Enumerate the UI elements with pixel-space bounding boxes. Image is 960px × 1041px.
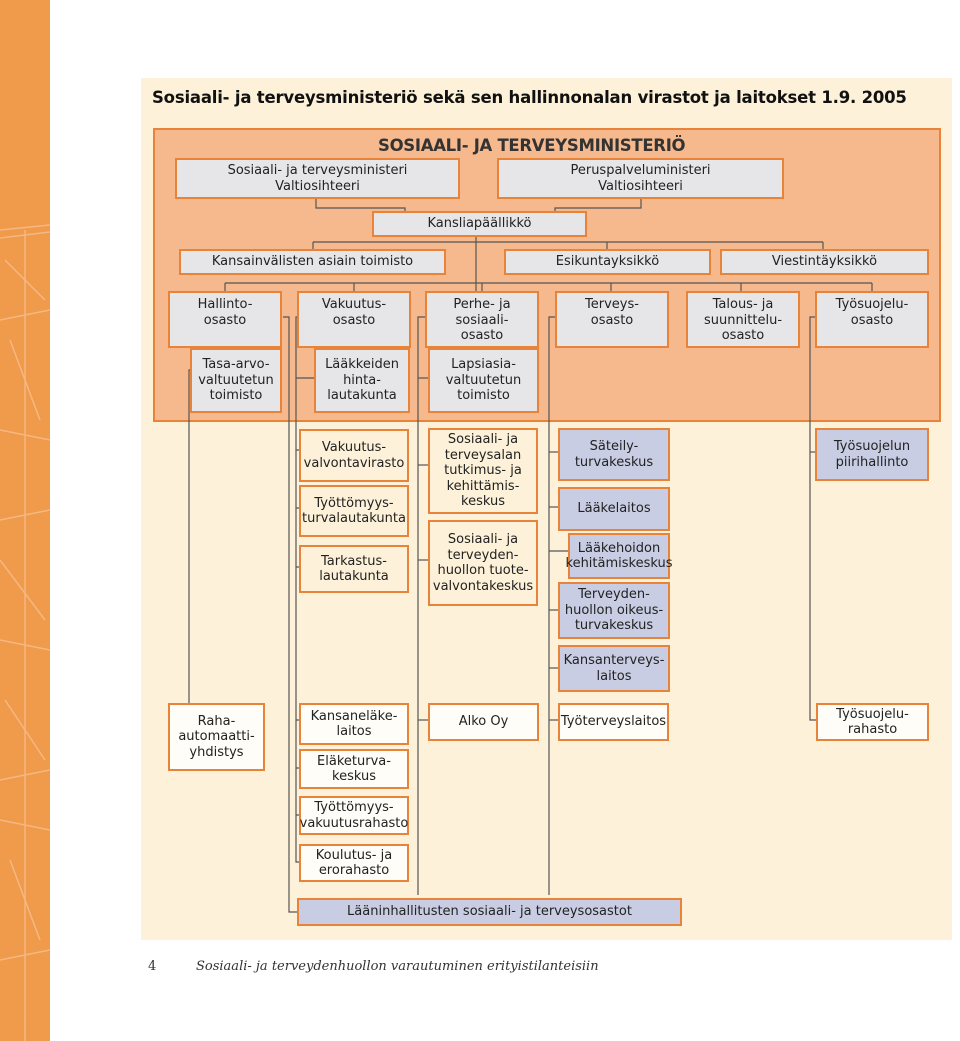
pricing-board-box: Lääkkeiden hinta- lautakunta	[314, 348, 410, 413]
international-office-box: Kansainvälisten asiain toimisto	[179, 249, 446, 275]
etk-box: Eläketurva- keskus	[299, 749, 409, 789]
equality-ombudsman-box: Tasa-arvo- valtuutetun toimisto	[190, 348, 282, 413]
sttv-box: Sosiaali- ja terveyden- huollon tuote- v…	[428, 520, 538, 606]
alko-box: Alko Oy	[428, 703, 539, 741]
kela-box: Kansaneläke- laitos	[299, 703, 409, 745]
health-department-box: Terveys- osasto	[555, 291, 669, 348]
decorative-side-stripe	[0, 0, 50, 1041]
provincial-departments-box: Lääninhallitusten sosiaali- ja terveysos…	[297, 898, 682, 926]
ray-box: Raha- automaatti- yhdistys	[168, 703, 265, 771]
communications-unit-box: Viestintäyksikkö	[720, 249, 929, 275]
finance-planning-department-box: Talous- ja suunnittelu- osasto	[686, 291, 800, 348]
public-health-institute-box: Kansanterveys- laitos	[558, 645, 670, 692]
ministry-heading: SOSIAALI- JA TERVEYSMINISTERIÖ	[378, 136, 686, 155]
unemployment-board-box: Työttömyys- turvalautakunta	[299, 485, 409, 537]
insurance-supervision-box: Vakuutus- valvontavirasto	[299, 429, 409, 482]
page-title: Sosiaali- ja terveysministeriö sekä sen …	[152, 88, 907, 107]
occupational-safety-department-box: Työsuojelu- osasto	[815, 291, 929, 348]
footer-title: Sosiaali- ja terveydenhuollon varautumin…	[196, 959, 599, 974]
stakes-box: Sosiaali- ja terveysalan tutkimus- ja ke…	[428, 428, 538, 514]
medicines-agency-box: Lääkelaitos	[558, 487, 670, 531]
family-social-department-box: Perhe- ja sosiaali- osasto	[425, 291, 539, 348]
admin-department-box: Hallinto- osasto	[168, 291, 282, 348]
minister-basic-services-box: Peruspalveluministeri Valtiosihteeri	[497, 158, 784, 199]
safety-district-admin-box: Työsuojelun piirihallinto	[815, 428, 929, 481]
minister-social-health-box: Sosiaali- ja terveysministeri Valtiosiht…	[175, 158, 460, 199]
training-fund-box: Koulutus- ja erorahasto	[299, 844, 409, 882]
audit-board-box: Tarkastus- lautakunta	[299, 545, 409, 593]
stripe-pattern	[0, 224, 50, 1041]
unemployment-fund-box: Työttömyys- vakuutusrahasto	[299, 796, 409, 835]
preparedness-unit-box: Esikuntayksikkö	[504, 249, 711, 275]
occupational-health-institute-box: Työterveyslaitos	[558, 703, 669, 741]
radiation-safety-box: Säteily- turvakeskus	[558, 428, 670, 481]
chancellor-box: Kansliapäällikkö	[372, 211, 587, 237]
medication-development-box: Lääkehoidon kehitämiskeskus	[566, 533, 673, 579]
legal-protection-box: Terveyden- huollon oikeus- turvakeskus	[558, 582, 670, 639]
safety-fund-box: Työsuojelu- rahasto	[816, 703, 929, 741]
page-number: 4	[148, 959, 157, 974]
insurance-department-box: Vakuutus- osasto	[297, 291, 411, 348]
child-ombudsman-box: Lapsiasia- valtuutetun toimisto	[428, 348, 539, 413]
